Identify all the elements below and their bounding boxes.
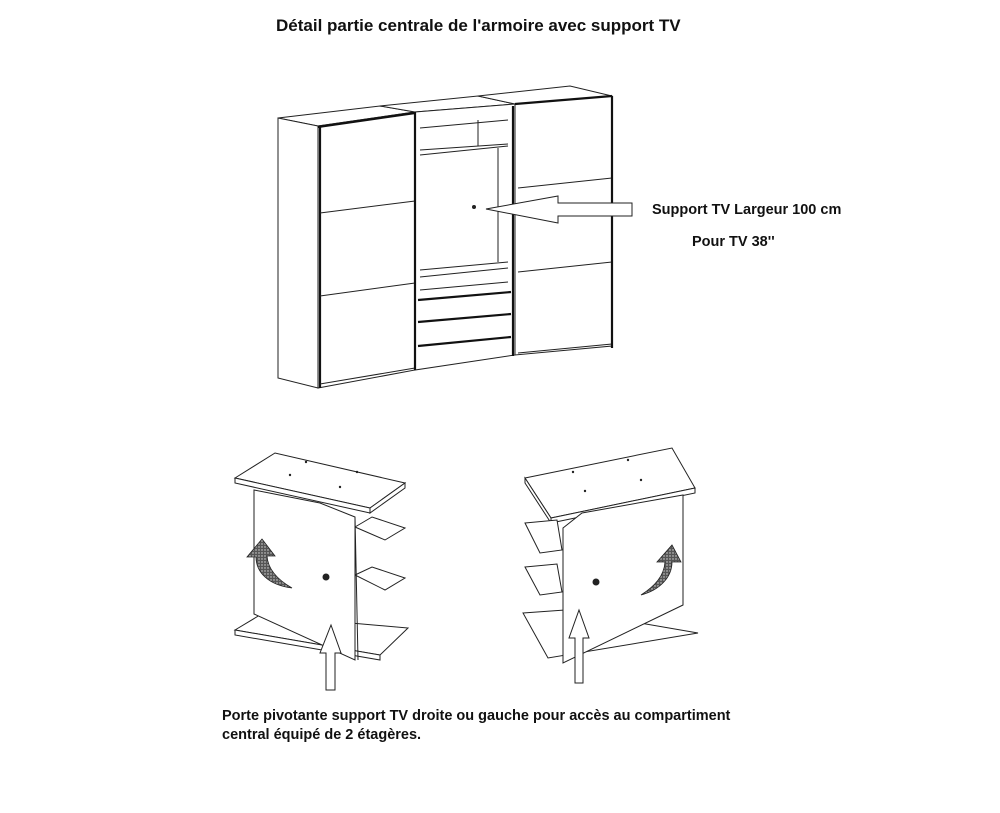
caption-line-1: Porte pivotante support TV droite ou gau…: [222, 708, 731, 724]
tv-mount-hole-icon: [472, 205, 476, 209]
page-title: Détail partie centrale de l'armoire avec…: [276, 16, 681, 35]
curved-rotation-arrow-icon: [640, 544, 682, 596]
pivot-diagram-right: [522, 447, 699, 684]
caption: Porte pivotante support TV droite ou gau…: [222, 707, 822, 745]
caption-line-2: central équipé de 2 étagères.: [222, 727, 422, 743]
tv-size-label: Pour TV 38'': [692, 234, 775, 250]
pivot-diagram-left: [233, 452, 410, 691]
up-arrow-icon: [568, 608, 590, 684]
up-arrow-icon: [319, 623, 342, 691]
pointer-arrow-icon: [485, 195, 633, 224]
curved-rotation-arrow-icon: [246, 538, 293, 589]
support-width-label: Support TV Largeur 100 cm: [652, 202, 842, 218]
wardrobe-diagram: [277, 85, 614, 389]
